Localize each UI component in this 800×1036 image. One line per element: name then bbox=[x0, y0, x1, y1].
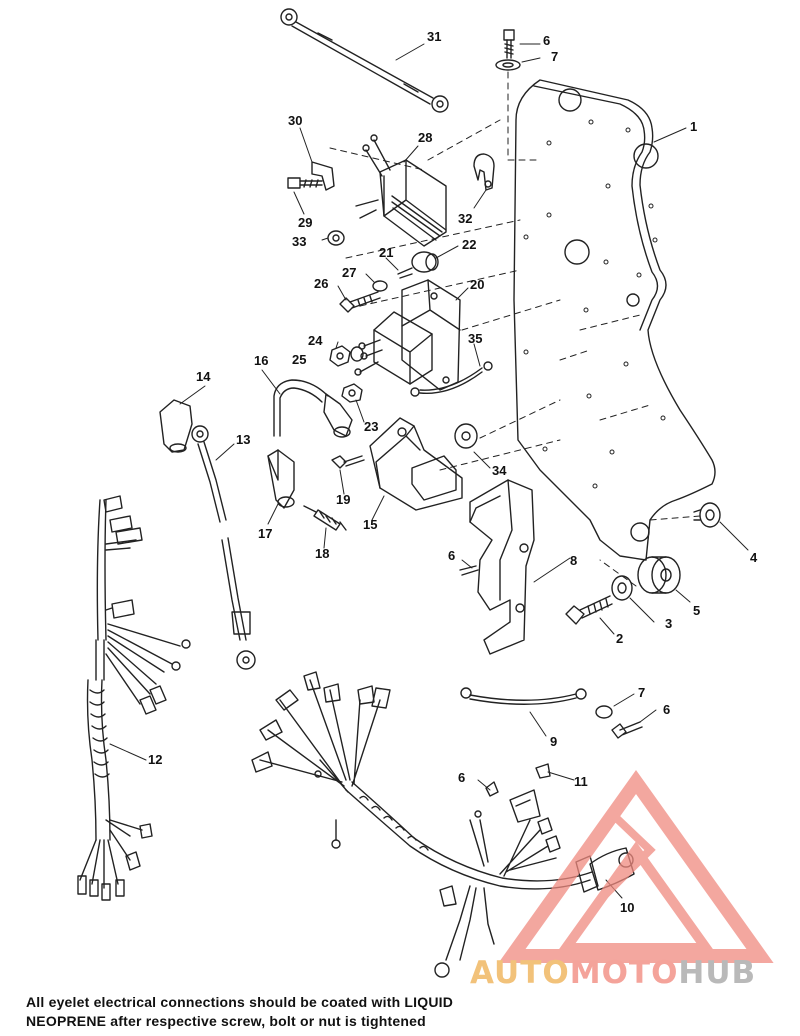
callout-6: 6 bbox=[543, 33, 551, 48]
bracket-part bbox=[287, 161, 335, 191]
callout-2: 2 bbox=[616, 631, 624, 646]
nuts-part bbox=[329, 345, 364, 403]
callout-19: 19 bbox=[336, 492, 351, 507]
callout-6c: 6 bbox=[663, 702, 671, 717]
callout-29: 29 bbox=[298, 215, 313, 230]
callout-33: 33 bbox=[292, 234, 307, 249]
callout-7: 7 bbox=[551, 49, 559, 64]
footnote: All eyelet electrical connections should… bbox=[26, 993, 586, 1031]
callout-26: 26 bbox=[314, 276, 329, 291]
screw-right-part bbox=[595, 705, 643, 739]
callout-leaders bbox=[109, 43, 749, 899]
callout-30: 30 bbox=[288, 113, 303, 128]
callout-18: 18 bbox=[315, 546, 330, 561]
callout-25: 25 bbox=[292, 352, 307, 367]
ignition-coil-part bbox=[331, 417, 463, 511]
callout-13: 13 bbox=[236, 432, 251, 447]
callout-20: 20 bbox=[470, 277, 485, 292]
callout-6b: 6 bbox=[448, 548, 456, 563]
battery-cable-part bbox=[191, 425, 256, 670]
rubber-mount-part bbox=[637, 556, 681, 594]
ground-wire-part bbox=[460, 687, 587, 705]
watermark-logo-icon bbox=[498, 769, 774, 963]
harness-bracket-part bbox=[459, 479, 535, 655]
terminal-cap-part bbox=[159, 399, 193, 453]
spark-plug-part bbox=[303, 505, 347, 531]
callout-21: 21 bbox=[379, 245, 394, 260]
grommet-part bbox=[339, 251, 439, 313]
callout-6d: 6 bbox=[458, 770, 466, 785]
callout-7b: 7 bbox=[638, 685, 646, 700]
callout-32: 32 bbox=[458, 211, 473, 226]
callout-31: 31 bbox=[427, 29, 442, 44]
rectifier-part bbox=[329, 119, 501, 247]
callout-16: 16 bbox=[254, 353, 269, 368]
watermark-hub: HUB bbox=[678, 955, 757, 991]
footnote-line-1: All eyelet electrical connections should… bbox=[26, 994, 454, 1010]
short-wire-part bbox=[410, 361, 493, 397]
callout-9: 9 bbox=[550, 734, 558, 749]
callout-35: 35 bbox=[468, 331, 483, 346]
washer-part bbox=[454, 423, 478, 449]
clip-small-part bbox=[485, 763, 551, 797]
watermark-text: AUTOMOTOHUB bbox=[470, 955, 756, 991]
callout-4: 4 bbox=[750, 550, 758, 565]
callout-11: 11 bbox=[574, 774, 588, 789]
flat-washer-part bbox=[611, 575, 633, 601]
callout-5: 5 bbox=[693, 603, 701, 618]
footnote-line-2: NEOPRENE after respective screw, bolt or… bbox=[26, 1013, 426, 1029]
callout-27: 27 bbox=[342, 265, 357, 280]
watermark-moto: MOTO bbox=[569, 955, 679, 991]
engine-wire-harness-part bbox=[251, 671, 635, 978]
callout-12: 12 bbox=[148, 752, 163, 767]
clamp-part bbox=[327, 230, 345, 246]
callout-23: 23 bbox=[364, 419, 379, 434]
electrical-plate-part bbox=[513, 79, 716, 561]
callout-3: 3 bbox=[665, 616, 673, 631]
callout-34: 34 bbox=[492, 463, 507, 478]
plug-boot-part bbox=[267, 379, 353, 509]
callout-1: 1 bbox=[690, 119, 698, 134]
callout-8: 8 bbox=[570, 553, 578, 568]
leader-lines bbox=[345, 219, 701, 587]
callout-14: 14 bbox=[196, 369, 211, 384]
callout-22: 22 bbox=[462, 237, 477, 252]
callout-10: 10 bbox=[620, 900, 635, 915]
bolt-part bbox=[565, 595, 613, 625]
callout-28: 28 bbox=[418, 130, 433, 145]
callout-17: 17 bbox=[258, 526, 273, 541]
callout-15: 15 bbox=[363, 517, 378, 532]
main-wire-harness-part bbox=[77, 495, 191, 901]
top-screw-part bbox=[495, 29, 541, 161]
ground-strap-part bbox=[280, 8, 449, 113]
clip-part bbox=[473, 153, 495, 191]
watermark-auto: AUTO bbox=[470, 955, 570, 991]
callout-24: 24 bbox=[308, 333, 323, 348]
mount-part bbox=[693, 502, 721, 528]
